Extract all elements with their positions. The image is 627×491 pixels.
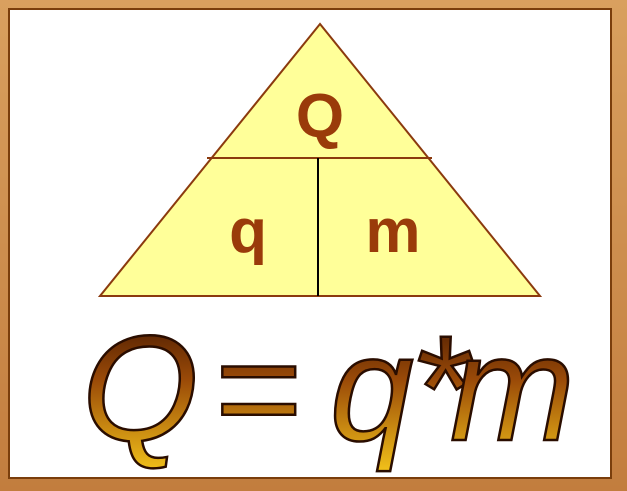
formula-multiply-star: *: [410, 304, 473, 472]
triangle-label-Q: Q: [296, 82, 344, 151]
formula-triangle: [97, 22, 543, 297]
formula-lhs-Q: Q: [82, 304, 199, 472]
triangle-label-m: m: [365, 197, 420, 266]
formula-rhs-m: m: [450, 304, 575, 472]
formula-rhs-q: q: [330, 304, 413, 472]
formula-equals-sign: =: [215, 304, 303, 472]
triangle-label-q: q: [229, 197, 267, 266]
